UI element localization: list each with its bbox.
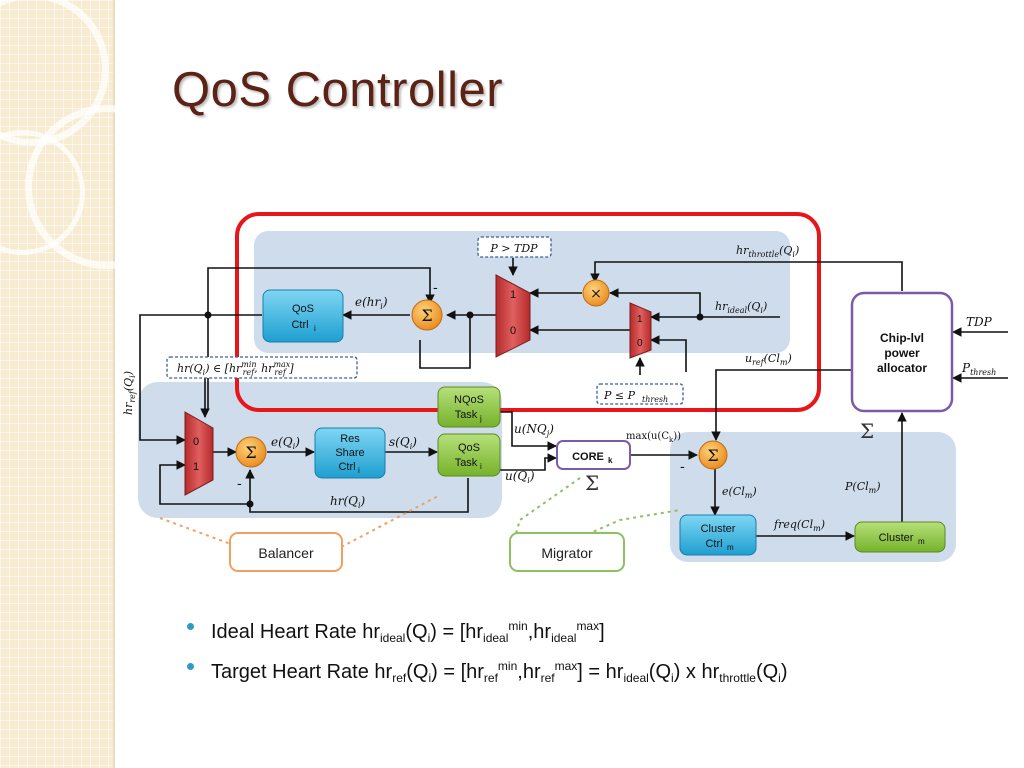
slide-title: QoS Controller bbox=[172, 63, 504, 117]
cond-pthresh-sub: thresh bbox=[642, 395, 668, 404]
sum-node-qos-minus: - bbox=[433, 280, 438, 296]
cond-pthresh-text: P ≤ P bbox=[603, 389, 636, 402]
nqos-task-line2: Task bbox=[455, 409, 478, 421]
label-hr-ref-vertical: hrref(Qi) bbox=[122, 371, 137, 415]
cond-pthresh-box bbox=[596, 383, 684, 405]
core-sub: k bbox=[608, 456, 613, 465]
mux-pthresh-one: 1 bbox=[637, 314, 643, 325]
res-share-line1: Res bbox=[340, 433, 360, 445]
res-share-ctrl-block bbox=[314, 427, 386, 479]
core-block bbox=[556, 440, 631, 470]
sum-node-cluster-minus: - bbox=[680, 459, 685, 475]
label-freq-cl: freq(Clm) bbox=[773, 518, 825, 533]
balancer-connector bbox=[159, 494, 441, 554]
qos-ctrl-block bbox=[262, 289, 344, 343]
allocator-sigma: Σ bbox=[860, 419, 874, 443]
migrator-label-box bbox=[509, 532, 625, 572]
hr-range-box bbox=[166, 356, 358, 379]
cluster-ctrl-line1: Cluster bbox=[701, 523, 736, 535]
bullet-dot bbox=[187, 663, 194, 670]
qos-task-sub: i bbox=[480, 462, 482, 471]
migrator-sigma: Σ bbox=[585, 471, 599, 495]
cluster-text: Cluster bbox=[879, 532, 914, 544]
bullet-dot bbox=[187, 623, 194, 630]
mult-node-symbol: × bbox=[590, 286, 602, 302]
mux-pthresh-zero: 0 bbox=[637, 338, 643, 349]
bullet-target-heart-rate: Target Heart Rate hrref(Qi) = [hrrefmin,… bbox=[187, 652, 788, 692]
mux-balancer bbox=[184, 411, 214, 496]
bullet-list: Ideal Heart Rate hrideal(Qi) = [hridealm… bbox=[187, 612, 788, 692]
qos-task-line1: QoS bbox=[458, 442, 480, 454]
sum-node-balancer-symbol: Σ bbox=[245, 443, 256, 462]
allocator-line2: power bbox=[884, 346, 920, 360]
nqos-task-block bbox=[437, 386, 501, 428]
qos-ctrl-sub: i bbox=[314, 324, 316, 333]
mux-throttle bbox=[495, 274, 531, 358]
res-share-sub: i bbox=[358, 466, 360, 475]
qos-ctrl-line2: Ctrl bbox=[291, 319, 308, 331]
mux-balancer-zero: 0 bbox=[193, 436, 199, 448]
chip-power-allocator-block bbox=[850, 291, 954, 413]
cluster-ctrl-line2: Ctrl bbox=[705, 538, 722, 550]
label-u-q: u(Qi) bbox=[505, 469, 535, 485]
label-p-cl: P(Clm) bbox=[844, 480, 881, 495]
nqos-task-sub: j bbox=[479, 414, 482, 423]
label-tdp: TDP bbox=[966, 315, 993, 329]
label-e-cl: e(Clm) bbox=[722, 485, 757, 500]
sum-node-balancer bbox=[235, 436, 267, 468]
cluster-ctrl-block bbox=[679, 514, 757, 556]
label-hr-throttle: hrthrottle(Qi) bbox=[736, 244, 799, 259]
label-u-nq: u(NQj) bbox=[514, 422, 554, 438]
label-p-thresh: Pthresh bbox=[961, 361, 996, 377]
bullet-ideal-heart-rate: Ideal Heart Rate hrideal(Qi) = [hridealm… bbox=[187, 612, 788, 652]
label-hr-q: hr(Qi) bbox=[330, 494, 366, 510]
cond-tdp-text: P > TDP bbox=[489, 242, 538, 255]
sum-node-qos bbox=[411, 299, 443, 331]
cluster-sub: m bbox=[918, 537, 925, 546]
cluster-ctrl-sub: m bbox=[727, 543, 734, 552]
label-s-q: s(Qi) bbox=[389, 435, 417, 451]
migrator-label: Migrator bbox=[541, 545, 593, 561]
slide-sidebar-pattern bbox=[0, 0, 189, 768]
allocator-line3: allocator bbox=[877, 361, 927, 375]
mux-pthresh bbox=[629, 302, 652, 359]
nqos-task-line1: NQoS bbox=[454, 394, 484, 406]
qos-task-line2: Task bbox=[455, 457, 478, 469]
balancer-label: Balancer bbox=[258, 545, 314, 561]
res-share-line2: Share bbox=[335, 447, 364, 459]
cond-tdp-box bbox=[477, 236, 552, 258]
mux-balancer-one: 1 bbox=[193, 461, 199, 473]
balancer-label-box bbox=[229, 532, 343, 572]
sum-node-cluster bbox=[698, 440, 728, 470]
label-max-u: max(u(Ck)) bbox=[626, 431, 681, 444]
label-e-hr: e(hri) bbox=[355, 295, 388, 311]
mux-throttle-one: 1 bbox=[510, 289, 516, 301]
mux-throttle-zero: 0 bbox=[510, 325, 516, 337]
res-share-line3: Ctrl bbox=[338, 461, 355, 473]
highlight-box bbox=[235, 212, 821, 412]
sum-node-balancer-minus: - bbox=[237, 476, 242, 492]
qos-ctrl-line1: QoS bbox=[292, 303, 314, 315]
mult-node bbox=[582, 279, 610, 307]
label-u-ref: uref(Clm) bbox=[745, 352, 792, 367]
qos-task-block bbox=[437, 433, 501, 477]
allocator-line1: Chip-lvl bbox=[880, 331, 924, 345]
core-text: CORE bbox=[572, 451, 604, 463]
label-e-q: e(Qi) bbox=[271, 435, 300, 451]
sum-node-qos-symbol: Σ bbox=[421, 306, 432, 325]
sum-node-cluster-symbol: Σ bbox=[707, 446, 718, 465]
cluster-block bbox=[854, 521, 946, 553]
label-hr-ideal: hrideal(Qi) bbox=[715, 300, 767, 315]
